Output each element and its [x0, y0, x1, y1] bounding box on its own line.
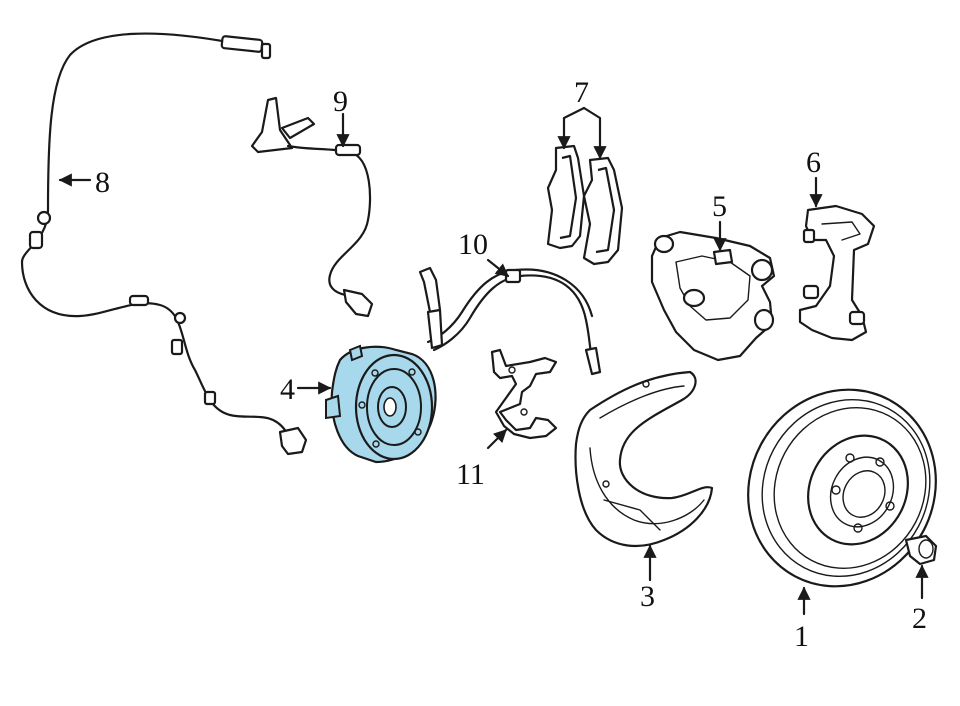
callout-11: 11: [456, 458, 485, 491]
callout-labels: 8 9 4 10 11 7 5 6 3 1 2: [95, 76, 927, 653]
callout-4: 4: [280, 373, 295, 406]
part-5-caliper: [650, 230, 776, 362]
part-11-bracket: [490, 348, 558, 440]
callout-3: 3: [640, 580, 655, 613]
part-6-caliper-carrier: [798, 204, 876, 342]
arrow-7a: [557, 106, 586, 150]
part-10-brake-hose: [418, 266, 602, 376]
part-2-bolt: [904, 534, 938, 566]
callout-5: 5: [712, 190, 727, 223]
arrow-11: [486, 428, 508, 450]
part-7-brake-pads: [546, 144, 624, 266]
callout-1: 1: [794, 620, 809, 653]
leader-arrows: [58, 106, 929, 616]
callout-6: 6: [806, 146, 821, 179]
part-3-splash-shield: [574, 370, 714, 547]
callout-2: 2: [912, 602, 927, 635]
callout-10: 10: [458, 228, 488, 261]
callout-9: 9: [333, 85, 348, 118]
part-9-wear-sensor: [250, 96, 374, 318]
callout-7: 7: [574, 76, 589, 109]
part-4-wheel-hub: [325, 344, 437, 464]
arrow-10: [486, 258, 510, 278]
part-8-speed-sensor-wire: [20, 32, 308, 456]
part-1-brake-rotor: [747, 388, 937, 588]
arrow-7b: [582, 106, 607, 160]
callout-8: 8: [95, 166, 110, 199]
